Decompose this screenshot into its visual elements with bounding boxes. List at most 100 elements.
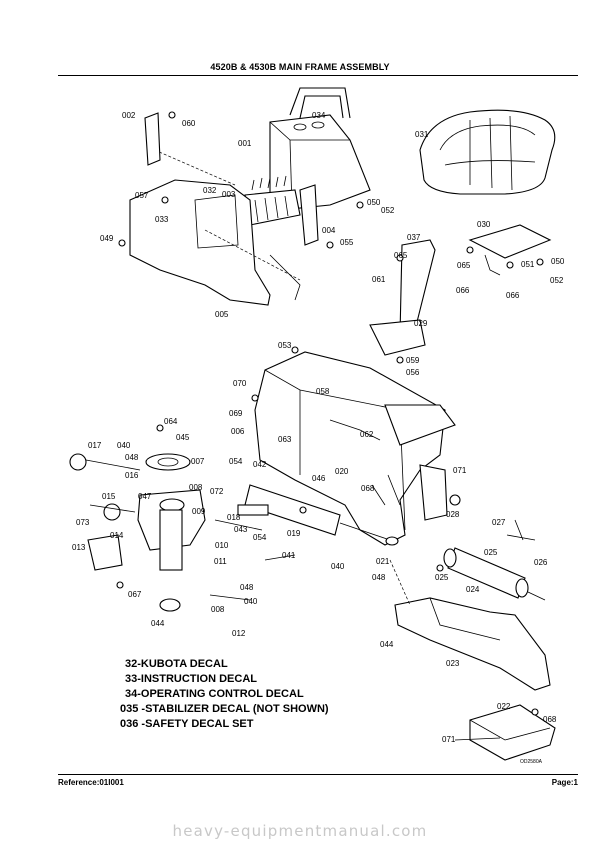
part-number: 025 xyxy=(484,548,498,557)
part-number: 061 xyxy=(372,275,386,284)
part-number: 044 xyxy=(151,619,165,628)
bracket-004-drawing xyxy=(299,184,319,246)
part-number: 067 xyxy=(128,590,142,599)
seat-drawing xyxy=(419,109,556,195)
part-number: 072 xyxy=(210,487,224,496)
part-number: 009 xyxy=(192,507,206,516)
part-number: 070 xyxy=(233,379,247,388)
part-number: 021 xyxy=(376,557,390,566)
part-number: 055 xyxy=(340,238,354,247)
swing-mechanism-drawing xyxy=(69,453,296,612)
plate-030-drawing xyxy=(468,224,552,276)
main-frame-drawing xyxy=(254,351,456,546)
part-number: 013 xyxy=(72,543,86,552)
part-number: 004 xyxy=(322,226,336,235)
part-number: 005 xyxy=(215,310,229,319)
part-number: 026 xyxy=(534,558,548,567)
pad-drawing xyxy=(469,704,556,761)
page-label: Page:1 xyxy=(551,778,578,787)
part-number: 032 xyxy=(203,186,217,195)
part-number: 019 xyxy=(287,529,301,538)
legend-line: 33-INSTRUCTION DECAL xyxy=(125,673,257,685)
part-number: 022 xyxy=(497,702,511,711)
part-number: 063 xyxy=(278,435,292,444)
bracket-002-drawing xyxy=(144,112,161,166)
part-number: 044 xyxy=(380,640,394,649)
part-number: 011 xyxy=(214,557,227,566)
legend-line: 036 -SAFETY DECAL SET xyxy=(120,718,254,730)
part-number: 010 xyxy=(215,541,229,550)
part-number: 054 xyxy=(253,533,267,542)
part-number: 040 xyxy=(244,597,258,606)
part-number: 071 xyxy=(453,466,467,475)
part-number: 003 xyxy=(222,190,236,199)
legend-line: 035 -STABILIZER DECAL (NOT SHOWN) xyxy=(120,703,329,715)
part-number: 037 xyxy=(407,233,421,242)
part-number: 014 xyxy=(110,531,124,540)
part-number: 060 xyxy=(182,119,196,128)
part-number: 068 xyxy=(543,715,557,724)
part-number: 020 xyxy=(335,467,349,476)
part-number: 046 xyxy=(312,474,326,483)
legend-line: 32-KUBOTA DECAL xyxy=(125,658,228,670)
part-number: 057 xyxy=(135,191,149,200)
part-number: 006 xyxy=(231,427,245,436)
part-number: 007 xyxy=(191,457,205,466)
part-number: 030 xyxy=(477,220,491,229)
part-number: 054 xyxy=(229,457,243,466)
part-number: 024 xyxy=(466,585,480,594)
part-number: 034 xyxy=(312,111,326,120)
part-number: 065 xyxy=(394,251,408,260)
part-number: 069 xyxy=(229,409,243,418)
part-number: 045 xyxy=(176,433,190,442)
part-number: 065 xyxy=(457,261,471,270)
part-number: 041 xyxy=(282,551,296,560)
decal-legend: 32-KUBOTA DECAL 33-INSTRUCTION DECAL 34-… xyxy=(120,658,329,730)
console-drawing xyxy=(269,87,371,211)
part-number: 008 xyxy=(189,483,203,492)
reference-label: Reference:01I001 xyxy=(58,778,124,787)
control-valve-drawing xyxy=(244,175,301,226)
part-number: 025 xyxy=(435,573,449,582)
stabilizer-leg-drawing xyxy=(389,559,551,691)
part-number: 066 xyxy=(456,286,470,295)
footer-rule xyxy=(58,774,578,775)
part-number: 043 xyxy=(234,525,248,534)
part-number: 073 xyxy=(76,518,90,527)
part-number: 040 xyxy=(331,562,345,571)
part-number: 015 xyxy=(102,492,116,501)
part-number: 028 xyxy=(446,510,460,519)
part-number: 058 xyxy=(316,387,330,396)
part-number-labels: 002 060 034 001 031 057 032 003 050 052 … xyxy=(72,111,565,744)
part-number: 002 xyxy=(122,111,136,120)
part-number: 027 xyxy=(492,518,506,527)
part-number: 040 xyxy=(117,441,131,450)
part-number: 051 xyxy=(521,260,535,269)
part-number: 016 xyxy=(125,471,139,480)
page-title: 4520B & 4530B MAIN FRAME ASSEMBLY xyxy=(210,62,390,72)
part-number: 029 xyxy=(414,319,428,328)
part-number: 049 xyxy=(100,234,114,243)
part-number: 059 xyxy=(406,356,420,365)
part-number: 068 xyxy=(361,484,375,493)
post-drawing xyxy=(369,239,436,356)
part-number: 048 xyxy=(372,573,386,582)
watermark: heavy-equipmentmanual.com xyxy=(172,822,428,840)
part-number: 012 xyxy=(232,629,246,638)
part-number: 071 xyxy=(442,735,456,744)
part-number: 053 xyxy=(278,341,292,350)
part-number: 042 xyxy=(253,460,267,469)
part-number: 048 xyxy=(240,583,254,592)
part-number: 056 xyxy=(406,368,420,377)
part-number: 023 xyxy=(446,659,460,668)
hardware-drawing xyxy=(116,111,544,741)
part-number: 008 xyxy=(211,605,225,614)
part-number: 017 xyxy=(88,441,102,450)
part-number: 062 xyxy=(360,430,374,439)
legend-line: 34-OPERATING CONTROL DECAL xyxy=(125,688,304,700)
part-number: 050 xyxy=(551,257,565,266)
part-number: 031 xyxy=(415,130,429,139)
part-number: 052 xyxy=(550,276,564,285)
cylinder-019-drawing xyxy=(244,484,399,546)
